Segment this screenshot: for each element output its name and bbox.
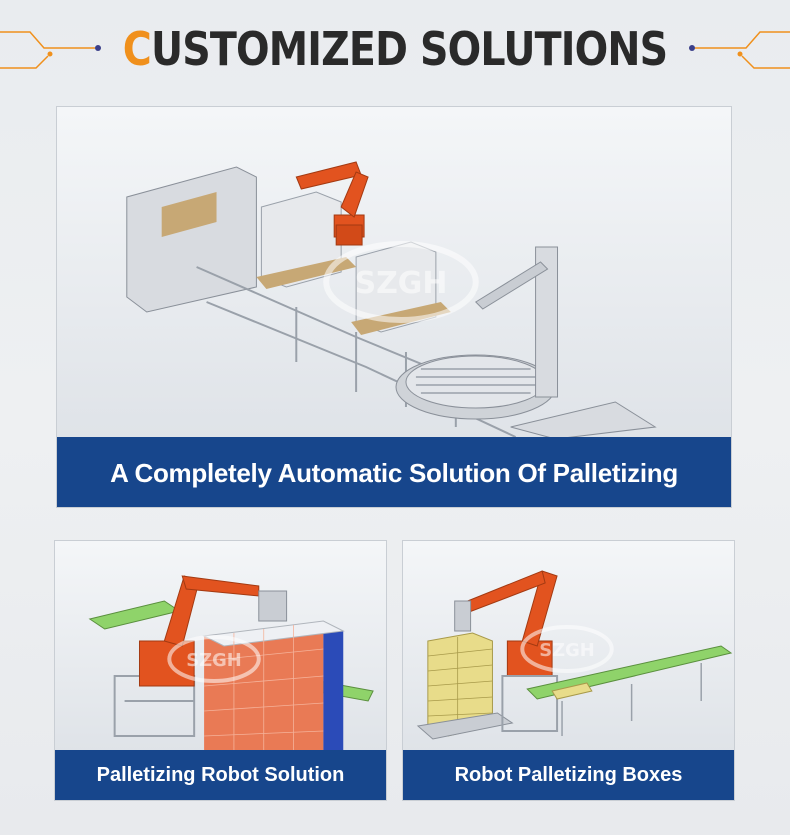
watermark-text: SZGH xyxy=(355,266,448,301)
solution-card-robot-boxes[interactable]: SZGH Robot Palletizing Boxes xyxy=(402,540,735,801)
title-rest: USTOMIZED SOLUTIONS xyxy=(150,22,668,76)
page-title: CUSTOMIZED SOLUTIONS xyxy=(55,22,734,76)
right-card-caption: Robot Palletizing Boxes xyxy=(403,750,734,800)
palletizing-robot-illustration: SZGH xyxy=(55,541,386,752)
watermark-text: SZGH xyxy=(539,640,595,661)
circuit-line-left-icon xyxy=(0,31,101,69)
solution-card-palletizing-robot[interactable]: SZGH Palletizing Robot Solution xyxy=(54,540,387,801)
robot-boxes-illustration: SZGH xyxy=(403,541,734,752)
watermark-text: SZGH xyxy=(186,650,242,671)
left-card-caption: Palletizing Robot Solution xyxy=(55,750,386,800)
main-card-caption: A Completely Automatic Solution Of Palle… xyxy=(57,437,731,507)
watermark-logo: SZGH xyxy=(520,625,614,673)
circuit-line-right-icon xyxy=(689,31,790,69)
header: CUSTOMIZED SOLUTIONS xyxy=(0,0,790,100)
solution-card-main[interactable]: SZGH A Completely Automatic Solution Of … xyxy=(56,106,732,508)
title-first-letter: C xyxy=(122,22,152,76)
watermark-logo: SZGH xyxy=(167,635,261,683)
palletizing-line-illustration: SZGH xyxy=(57,107,731,439)
watermark-logo: SZGH xyxy=(323,241,479,323)
